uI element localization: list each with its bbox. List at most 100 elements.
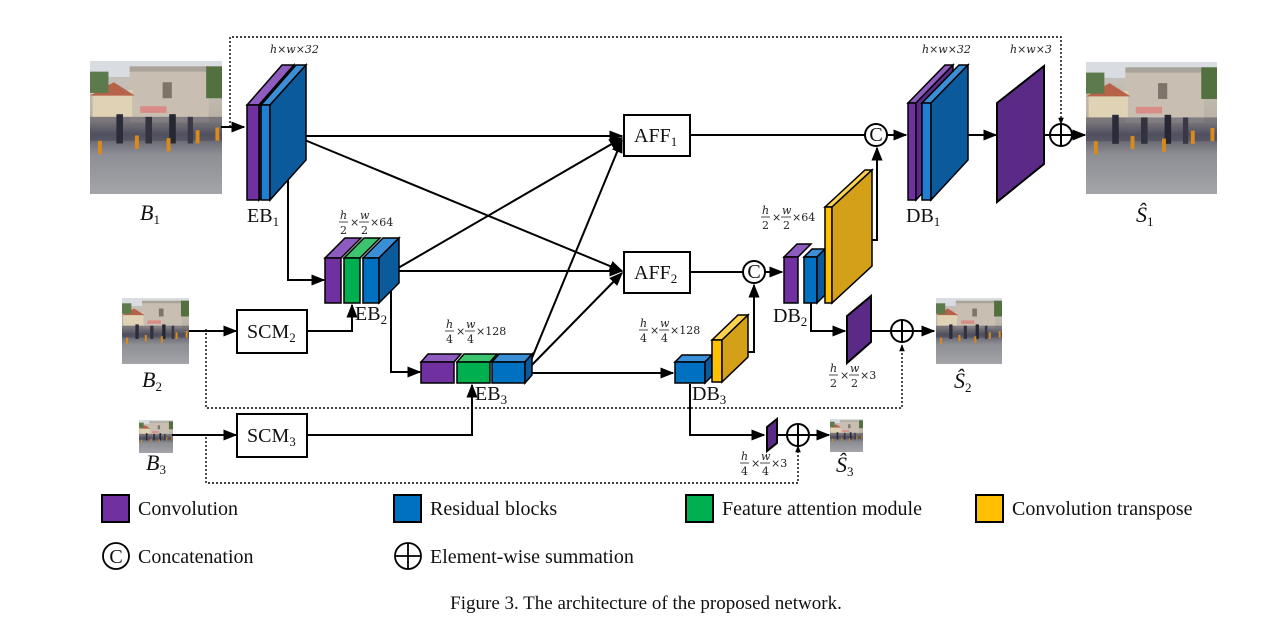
skip-connections xyxy=(205,36,1064,484)
svg-text:h: h xyxy=(640,317,647,330)
sum-node-3 xyxy=(786,423,810,447)
svg-text:Concatenation: Concatenation xyxy=(138,546,254,568)
svg-text:×: × xyxy=(456,325,465,338)
concat-node-2: C xyxy=(742,260,766,284)
eb1-residual-slab xyxy=(259,63,308,202)
db2-dims: h 2 × w 2 ×64 xyxy=(761,204,815,232)
eb2-dims: h 2 × w 2 ×64 xyxy=(339,209,393,237)
svg-text:×128: ×128 xyxy=(476,325,506,338)
output-image-s3 xyxy=(830,419,863,452)
svg-text:2: 2 xyxy=(340,224,347,237)
svg-text:4: 4 xyxy=(467,333,474,346)
svg-text:w: w xyxy=(360,209,370,222)
svg-text:Element-wise summation: Element-wise summation xyxy=(430,546,634,568)
svg-text:SCM2: SCM2 xyxy=(247,321,296,345)
svg-text:C: C xyxy=(869,124,882,146)
label-s2: Ŝ2 xyxy=(954,368,972,395)
eb2-convolution-cube xyxy=(323,237,363,304)
aff2-module: AFF2 xyxy=(623,251,691,294)
concat-node-1: C xyxy=(864,123,888,147)
legend-item-residual-blocks: Residual blocks xyxy=(393,494,557,523)
svg-text:h: h xyxy=(446,318,453,331)
figure-caption: Figure 3. The architecture of the propos… xyxy=(450,593,842,614)
eb3-convolution-cube xyxy=(419,353,463,384)
svg-text:×128: ×128 xyxy=(670,324,700,337)
legend-swatch-conv-transpose xyxy=(975,494,1004,523)
output-conv-3 xyxy=(766,416,778,454)
aff1-module: AFF1 xyxy=(623,114,691,157)
eb2-feature-attention-cube xyxy=(342,237,382,304)
svg-text:×3: ×3 xyxy=(771,457,787,470)
sum-icon xyxy=(394,542,422,570)
decoder-block-db2 xyxy=(782,168,874,305)
output-conv-2 xyxy=(846,293,872,366)
output-conv-1 xyxy=(996,63,1045,205)
db3-dims: h 4 × w 4 ×128 xyxy=(639,317,700,345)
legend: Convolution Residual blocks Feature atte… xyxy=(101,494,1193,570)
svg-text:C: C xyxy=(109,546,122,568)
eb2-label: EB2 xyxy=(355,303,387,327)
db3-label: DB3 xyxy=(692,383,726,407)
svg-text:Convolution: Convolution xyxy=(138,498,238,520)
label-b3: B3 xyxy=(146,450,166,477)
legend-item-feature-attention: Feature attention module xyxy=(685,494,922,523)
db2-residual-cube xyxy=(802,247,827,305)
svg-text:4: 4 xyxy=(661,332,668,345)
output-image-s1 xyxy=(1086,62,1217,194)
db2-convolution-cube xyxy=(782,243,813,304)
svg-text:Convolution transpose: Convolution transpose xyxy=(1012,498,1193,520)
svg-text:×64: ×64 xyxy=(792,211,815,224)
encoder-block-eb3 xyxy=(419,352,534,385)
legend-swatch-residual xyxy=(393,494,422,523)
encoder-block-eb2 xyxy=(323,236,401,305)
sum-node-1 xyxy=(1049,123,1073,147)
output-conv-3-dims: h 4 × w 4 ×3 xyxy=(740,450,787,478)
db3-conv-transpose-slab xyxy=(710,313,750,384)
svg-text:×: × xyxy=(751,457,760,470)
legend-item-convolution: Convolution xyxy=(101,494,238,523)
eb3-residual-cube xyxy=(490,352,534,385)
output-conv-2-dims: h 2 × w 2 ×3 xyxy=(829,362,876,390)
output-conv-1-dims: h×w×3 xyxy=(1010,43,1052,56)
svg-text:4: 4 xyxy=(762,465,769,478)
legend-item-concatenation: C Concatenation xyxy=(102,542,254,570)
eb2-residual-cube xyxy=(361,236,401,305)
scm2-module: SCM2 xyxy=(236,309,308,354)
legend-item-conv-transpose: Convolution transpose xyxy=(975,494,1193,523)
db2-label: DB2 xyxy=(773,305,807,329)
svg-text:w: w xyxy=(782,204,792,217)
svg-text:SCM3: SCM3 xyxy=(247,425,296,449)
svg-text:w: w xyxy=(660,317,670,330)
eb3-dims: h 4 × w 4 ×128 xyxy=(445,318,506,346)
input-image-b3 xyxy=(139,420,173,453)
input-image-b2 xyxy=(122,298,189,364)
label-b2: B2 xyxy=(142,367,162,394)
decoder-block-db3 xyxy=(673,313,750,385)
svg-text:×: × xyxy=(840,369,849,382)
svg-text:4: 4 xyxy=(446,333,453,346)
svg-text:2: 2 xyxy=(783,219,790,232)
svg-text:AFF1: AFF1 xyxy=(634,125,677,149)
legend-swatch-convolution xyxy=(101,494,130,523)
eb1-label: EB1 xyxy=(247,205,279,229)
decoder-block-db1 xyxy=(906,63,970,202)
db3-residual-cube xyxy=(673,353,714,385)
svg-text:2: 2 xyxy=(762,219,769,232)
svg-text:×3: ×3 xyxy=(860,369,876,382)
scm3-module: SCM3 xyxy=(236,413,308,458)
svg-text:4: 4 xyxy=(741,465,748,478)
svg-text:×: × xyxy=(772,211,781,224)
label-b1: B1 xyxy=(140,200,160,227)
svg-text:h: h xyxy=(340,209,347,222)
db1-label: DB1 xyxy=(906,205,940,229)
svg-text:w: w xyxy=(761,450,771,463)
concat-icon xyxy=(102,542,130,570)
svg-text:h: h xyxy=(741,450,748,463)
input-image-b1 xyxy=(90,61,222,194)
encoder-block-eb1 xyxy=(245,63,308,202)
svg-text:×: × xyxy=(650,324,659,337)
svg-text:AFF2: AFF2 xyxy=(634,262,677,286)
svg-text:w: w xyxy=(466,318,476,331)
label-s3: Ŝ3 xyxy=(836,452,854,479)
